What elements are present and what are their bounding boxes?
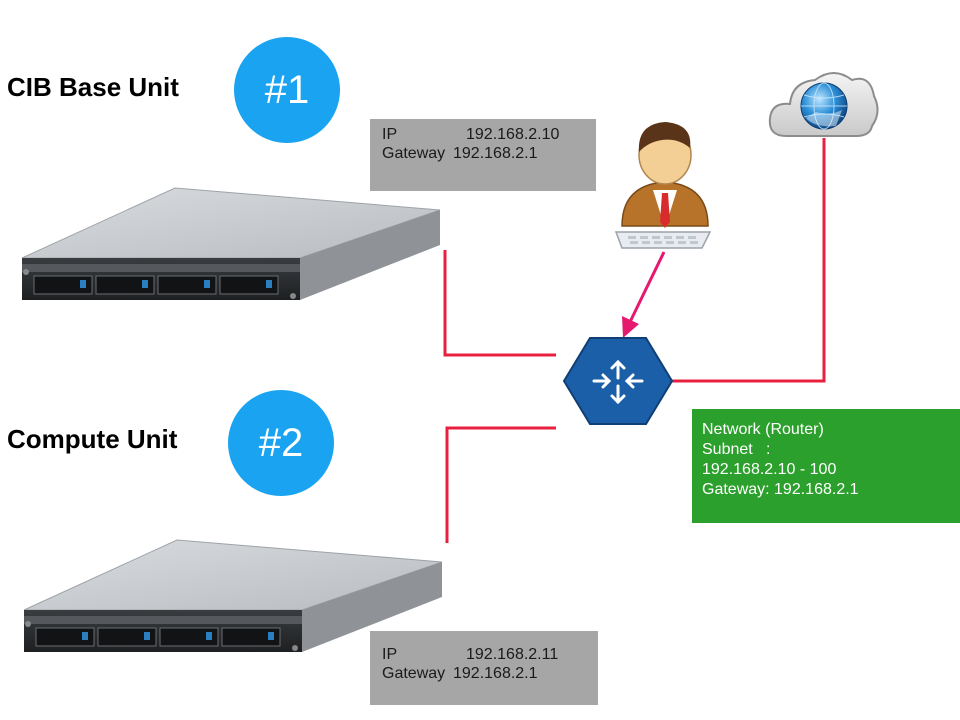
gateway-key: Gateway xyxy=(382,665,446,682)
network-title: Network (Router) xyxy=(702,421,824,438)
link-base-unit xyxy=(443,250,556,357)
link-internet xyxy=(670,138,826,383)
unit-number-badge: #1 xyxy=(234,37,340,143)
unit-number-badge: #2 xyxy=(228,390,334,496)
compute-unit-label: Compute Unit xyxy=(7,424,178,454)
subnet-label: Subnet : xyxy=(702,441,771,458)
gateway-value: 192.168.2.1 xyxy=(453,145,538,162)
subnet-range: 192.168.2.10 - 100 xyxy=(702,461,837,478)
base-unit-label: CIB Base Unit xyxy=(7,72,179,102)
router-icon xyxy=(562,337,674,425)
link-compute-unit xyxy=(445,426,556,543)
ip-value: 192.168.2.10 xyxy=(466,126,560,143)
rack-server-icon xyxy=(21,187,441,300)
gateway-key: Gateway xyxy=(382,145,446,162)
rack-server-icon xyxy=(23,539,443,652)
base-unit-ip-box: IP 192.168.2.10 Gateway 192.168.2.1 xyxy=(370,119,596,191)
compute-unit-ip-box: IP 192.168.2.11 Gateway 192.168.2.1 xyxy=(370,631,598,705)
ip-value: 192.168.2.11 xyxy=(466,646,559,663)
network-router-info: Network (Router) Subnet : 192.168.2.10 -… xyxy=(692,409,960,523)
ip-key: IP xyxy=(382,126,398,143)
gateway-value: 192.168.2.1 xyxy=(453,665,538,682)
user-at-keyboard-icon xyxy=(614,122,712,249)
network-gateway: Gateway: 192.168.2.1 xyxy=(702,481,859,498)
ip-key: IP xyxy=(382,646,398,663)
arrow-head xyxy=(622,316,639,338)
internet-cloud-icon xyxy=(768,72,879,137)
user-to-router-arrow xyxy=(628,251,666,323)
